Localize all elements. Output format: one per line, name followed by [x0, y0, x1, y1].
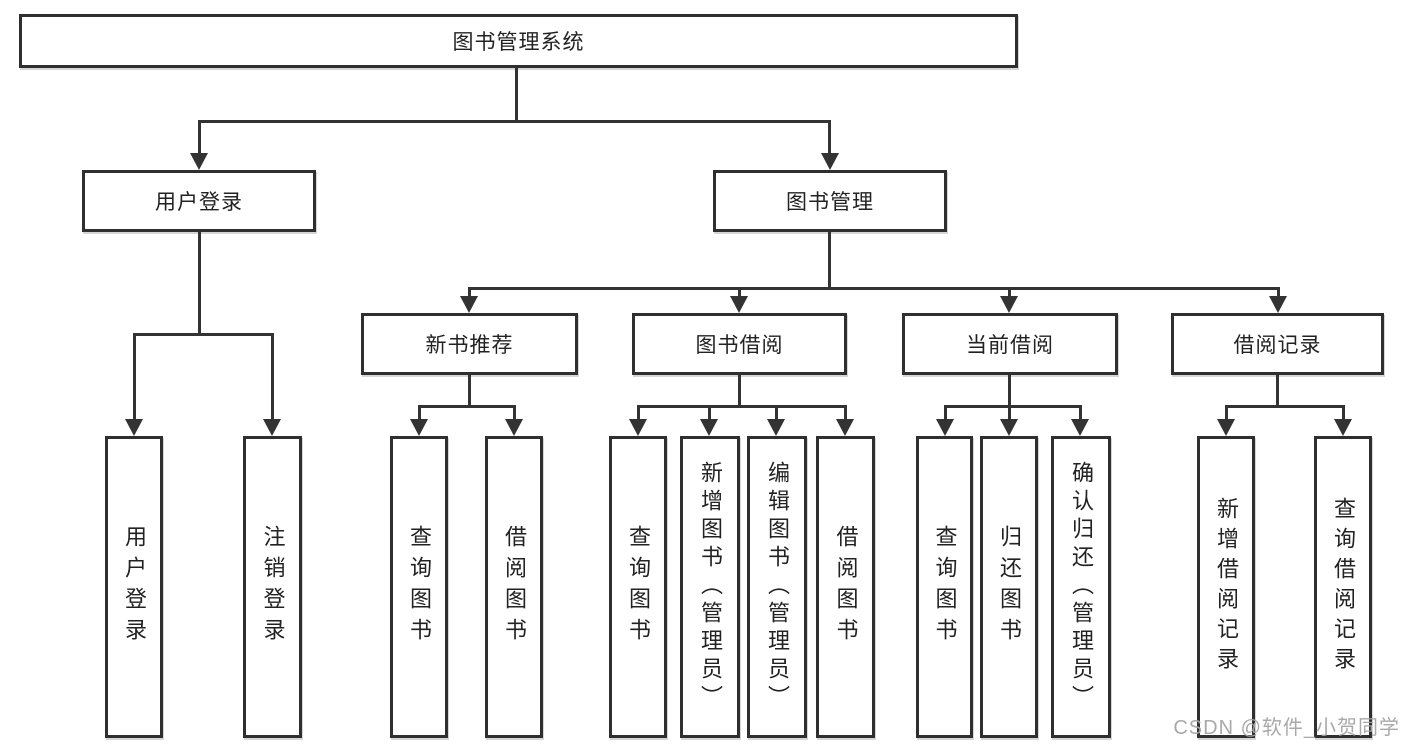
- arrowhead-nb-query: [410, 419, 428, 436]
- arrowhead-bb-borrow: [836, 419, 854, 436]
- arrowhead-borrow-records: [1269, 296, 1287, 313]
- node-book-management-label: 图书管理: [786, 191, 874, 214]
- leaf-cb-return-books-label: 归还图书: [997, 525, 1022, 649]
- leaf-cb-query-books: 查询图书: [916, 436, 973, 738]
- arrowhead-br-add: [1217, 419, 1235, 436]
- leaf-cb-query-books-label: 查询图书: [932, 525, 958, 649]
- node-user-login-label: 用户登录: [155, 191, 243, 214]
- arrowhead-cb-return: [1000, 419, 1018, 436]
- connector-bb-query-shaft: [637, 405, 640, 421]
- arrowhead-cb-query: [936, 419, 954, 436]
- leaf-br-query-record-label: 查询借阅记录: [1331, 497, 1356, 677]
- connector-bb-hline: [637, 405, 847, 408]
- connector-bb-borrow-shaft: [844, 405, 847, 421]
- connector-root-hline: [198, 120, 831, 123]
- node-new-book-recommend-label: 新书推荐: [425, 334, 514, 357]
- node-current-borrow-label: 当前借阅: [966, 334, 1054, 357]
- leaf-bb-query-books: 查询图书: [609, 436, 667, 738]
- connector-nb-query-shaft: [418, 405, 421, 421]
- connector-cb-vline: [1008, 375, 1011, 408]
- connector-cb-return-shaft: [1008, 405, 1011, 421]
- node-book-management: 图书管理: [713, 170, 947, 232]
- leaf-bb-add-books: 新增图书（管理员）: [680, 436, 740, 738]
- connector-bb-add-shaft: [708, 405, 711, 421]
- arrowhead-br-query: [1334, 419, 1352, 436]
- node-root-label: 图书管理系统: [452, 31, 585, 54]
- arrowhead-new-book: [460, 296, 478, 313]
- connector-current-borrow-shaft: [1008, 287, 1011, 301]
- connector-leaf-login-shaft: [133, 333, 136, 419]
- connector-book-management-hline: [468, 287, 1280, 290]
- leaf-br-add-record-label: 新增借阅记录: [1214, 497, 1239, 677]
- connector-book-borrow-shaft: [738, 287, 741, 301]
- connector-bb-vline: [738, 375, 741, 408]
- connector-cb-hline: [944, 405, 1082, 408]
- leaf-bb-query-books-label: 查询图书: [626, 525, 651, 649]
- arrowhead-book-management: [821, 153, 839, 170]
- leaf-bb-edit-books: 编辑图书（管理员）: [747, 436, 807, 738]
- connector-user-login-vline: [198, 232, 201, 336]
- connector-new-book-shaft: [468, 287, 471, 301]
- leaf-cb-confirm-return: 确认归还（管理员）: [1051, 436, 1111, 738]
- connector-nb-borrow-shaft: [513, 405, 516, 421]
- node-new-book-recommend: 新书推荐: [361, 313, 578, 375]
- leaf-bb-borrow-books-label: 借阅图书: [833, 525, 859, 649]
- connector-br-add-shaft: [1225, 405, 1228, 421]
- arrowhead-bb-edit: [767, 419, 785, 436]
- arrowhead-bb-query: [629, 419, 647, 436]
- leaf-nb-query-books-label: 查询图书: [407, 525, 432, 649]
- connector-nb-vline: [468, 375, 471, 408]
- node-book-borrow: 图书借阅: [632, 313, 847, 375]
- arrowhead-nb-borrow: [505, 419, 523, 436]
- leaf-user-login: 用户登录: [105, 436, 163, 738]
- connector-cb-query-shaft: [944, 405, 947, 421]
- arrowhead-user-login: [190, 153, 208, 170]
- node-current-borrow: 当前借阅: [902, 313, 1118, 375]
- connector-bb-edit-shaft: [775, 405, 778, 421]
- connector-br-query-shaft: [1342, 405, 1345, 421]
- connector-cb-confirm-shaft: [1079, 405, 1082, 421]
- connector-br-vline: [1276, 375, 1279, 408]
- node-book-borrow-label: 图书借阅: [695, 334, 784, 357]
- arrowhead-leaf-login: [125, 419, 143, 436]
- csdn-watermark: CSDN @软件_小贺同学: [1173, 717, 1400, 739]
- leaf-nb-borrow-books: 借阅图书: [485, 436, 543, 738]
- arrowhead-bb-add: [700, 419, 718, 436]
- connector-book-management-shaft: [828, 120, 831, 154]
- connector-user-login-hline: [133, 333, 274, 336]
- leaf-nb-query-books: 查询图书: [390, 436, 448, 738]
- leaf-logout: 注销登录: [243, 436, 302, 738]
- leaf-bb-add-books-label: 新增图书（管理员）: [698, 461, 723, 713]
- connector-br-hline: [1225, 405, 1344, 408]
- connector-user-login-shaft: [198, 120, 201, 154]
- leaf-logout-label: 注销登录: [260, 525, 286, 649]
- arrowhead-cb-confirm: [1071, 419, 1089, 436]
- leaf-nb-borrow-books-label: 借阅图书: [502, 525, 527, 649]
- connector-borrow-records-shaft: [1277, 287, 1280, 301]
- arrowhead-leaf-logout: [263, 419, 281, 436]
- leaf-bb-borrow-books: 借阅图书: [816, 436, 875, 738]
- connector-book-management-vline: [828, 232, 831, 290]
- connector-leaf-logout-shaft: [271, 333, 274, 419]
- node-root: 图书管理系统: [19, 14, 1018, 68]
- leaf-br-query-record: 查询借阅记录: [1314, 436, 1372, 738]
- leaf-bb-edit-books-label: 编辑图书（管理员）: [765, 461, 790, 713]
- node-borrow-records: 借阅记录: [1171, 313, 1384, 375]
- arrowhead-book-borrow: [730, 296, 748, 313]
- leaf-br-add-record: 新增借阅记录: [1197, 436, 1255, 738]
- connector-root-vline: [515, 68, 518, 120]
- connector-nb-hline: [418, 405, 516, 408]
- node-borrow-records-label: 借阅记录: [1233, 334, 1322, 357]
- leaf-cb-confirm-return-label: 确认归还（管理员）: [1069, 461, 1094, 713]
- arrowhead-current-borrow: [1000, 296, 1018, 313]
- leaf-cb-return-books: 归还图书: [980, 436, 1038, 738]
- node-user-login: 用户登录: [82, 170, 316, 232]
- leaf-user-login-label: 用户登录: [122, 525, 147, 649]
